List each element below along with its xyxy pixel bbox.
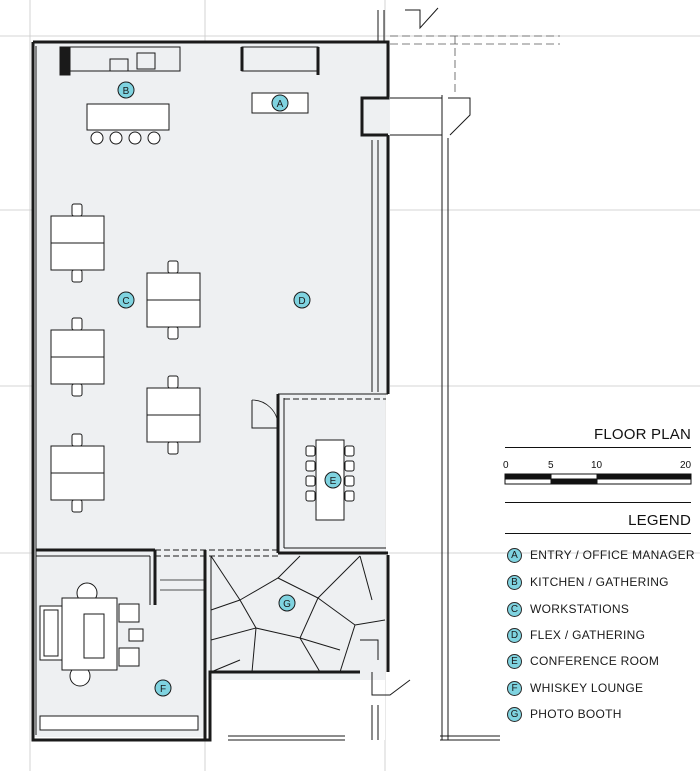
room-badge-f: F (154, 679, 172, 697)
legend-label-b: KITCHEN / GATHERING (530, 575, 669, 589)
legend-badge-f: F (507, 680, 522, 696)
room-badges: A B C D E F G (117, 81, 342, 697)
photo-booth-panels (210, 555, 386, 673)
svg-text:B: B (123, 86, 130, 97)
legend-badge-g: G (507, 706, 522, 722)
legend-item-c: C WORKSTATIONS (507, 600, 629, 618)
legend-badge-e: E (507, 653, 522, 669)
kitchen-counter (59, 46, 320, 76)
room-badge-d: D (293, 291, 311, 309)
lounge-furniture (39, 582, 199, 731)
legend-item-f: F WHISKEY LOUNGE (507, 679, 643, 697)
legend-label-f: WHISKEY LOUNGE (530, 681, 644, 695)
room-badge-a: A (271, 94, 289, 112)
scale-tick-20: 20 (680, 460, 692, 471)
legend-title: LEGEND (628, 512, 691, 529)
legend-badge-b: B (507, 574, 522, 590)
legend-item-a: A ENTRY / OFFICE MANAGER (507, 546, 695, 564)
bottom-window (228, 735, 500, 741)
legend-badge-c: C (507, 601, 522, 617)
scale-tick-0: 0 (503, 460, 509, 471)
svg-text:D: D (298, 296, 305, 307)
corridor-walls (371, 7, 471, 740)
legend-label-d: FLEX / GATHERING (530, 628, 646, 642)
legend-item-e: E CONFERENCE ROOM (507, 652, 659, 670)
room-badge-e: E (324, 471, 342, 489)
legend-label-a: ENTRY / OFFICE MANAGER (530, 548, 695, 562)
lounge-partition (36, 548, 278, 740)
plan-title: FLOOR PLAN (593, 426, 691, 443)
legend-badge-a: A (507, 547, 522, 563)
scale-tick-10: 10 (591, 460, 603, 471)
legend-rule (505, 533, 691, 534)
legend-item-g: G PHOTO BOOTH (507, 705, 622, 723)
conference-table (305, 439, 355, 521)
workstations (50, 203, 201, 513)
floor-area (33, 42, 390, 740)
room-badge-c: C (117, 291, 135, 309)
legend-item-d: D FLEX / GATHERING (507, 626, 645, 644)
legend-label-g: PHOTO BOOTH (530, 707, 622, 721)
legend-item-b: B KITCHEN / GATHERING (507, 573, 669, 591)
exterior-walls (31, 40, 390, 742)
svg-text:G: G (283, 599, 291, 610)
scale-tick-5: 5 (548, 460, 554, 471)
corridor-dashes (390, 35, 560, 92)
svg-text:E: E (330, 476, 337, 487)
scale-bar (504, 473, 692, 485)
kitchen-island (86, 103, 170, 145)
legend-badge-d: D (507, 627, 522, 643)
legend-label-c: WORKSTATIONS (530, 602, 630, 616)
svg-text:C: C (122, 296, 129, 307)
svg-text:A: A (277, 99, 284, 110)
room-badge-b: B (117, 81, 135, 99)
svg-text:F: F (160, 684, 166, 695)
conference-room-walls (251, 393, 388, 555)
room-badge-g: G (278, 594, 296, 612)
title-rule (505, 447, 691, 448)
legend-label-e: CONFERENCE ROOM (530, 654, 660, 668)
legend-top-rule (505, 502, 691, 503)
